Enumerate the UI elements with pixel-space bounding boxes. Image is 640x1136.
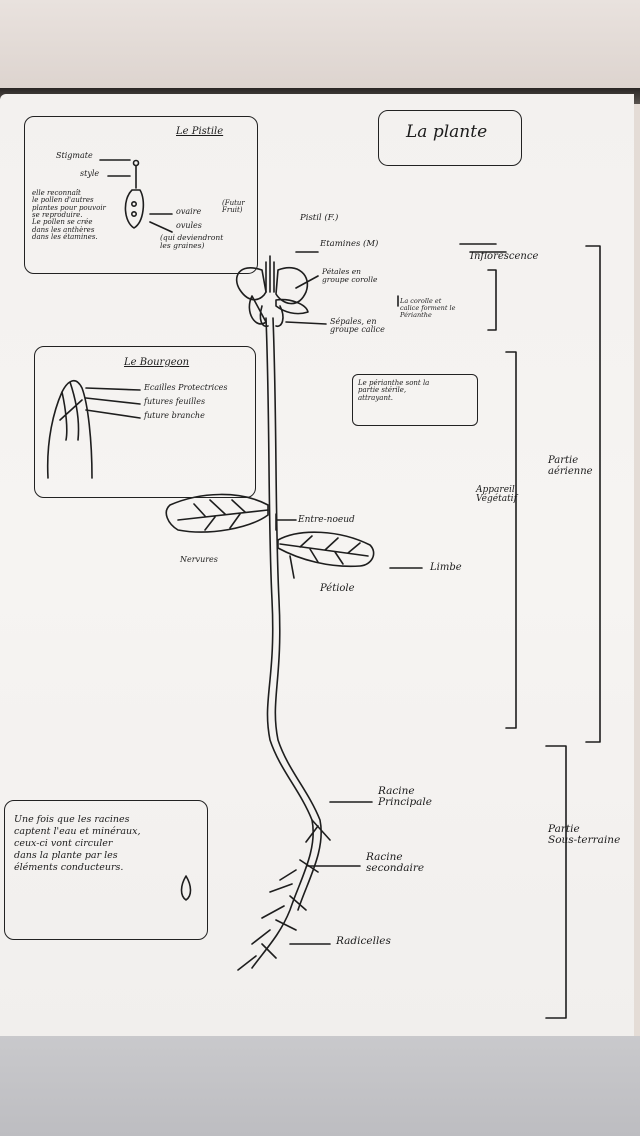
- bracket-vegetatif: [505, 351, 517, 729]
- leaf-right-veins: [279, 535, 369, 565]
- stamens: [265, 255, 275, 293]
- leader-lines: [85, 159, 423, 945]
- leaf-left-veins: [177, 499, 269, 531]
- bourgeon-box-title: Le Bourgeon: [124, 357, 190, 368]
- perianthe-box: [352, 374, 478, 426]
- roots-note-box: [4, 800, 208, 940]
- sepal: [259, 305, 284, 328]
- label-futures-feuilles: futures feuilles: [144, 397, 206, 406]
- label-radicelles: Radicelles: [336, 935, 391, 947]
- pistil-box-title: Le Pistile: [176, 126, 224, 137]
- perianthe-note: Le périanthe sont la partie stérile, att…: [358, 379, 430, 402]
- leaf-left: [165, 493, 269, 533]
- water-drop-icon: [180, 875, 192, 901]
- label-ovaire: ovaire: [176, 207, 202, 216]
- bracket-aerienne: [585, 245, 601, 743]
- label-racine-principale: Racine Principale: [378, 785, 432, 809]
- label-fruit-note: (Futur Fruit): [222, 199, 245, 215]
- label-petiole: Pétiole: [320, 583, 355, 594]
- bracket-souterraine: [545, 745, 567, 1019]
- label-sepales: Sépales, en groupe calice: [330, 317, 385, 335]
- label-entre-noeud: Entre-noeud: [298, 515, 355, 525]
- label-ecailles: Ecailles Protectrices: [144, 383, 228, 392]
- pistil-box: [24, 116, 258, 274]
- label-partie-souterraine: Partie Sous-terraine: [548, 823, 621, 847]
- roots-note: Une fois que les racines captent l'eau e…: [14, 814, 141, 873]
- label-appareil-vegetatif: Appareil Végétatif: [476, 485, 517, 505]
- flower-petal-left: [235, 267, 267, 301]
- flower-petal-right: [275, 267, 309, 305]
- label-partie-aerienne: Partie aérienne: [548, 455, 593, 477]
- label-future-branche: future branche: [144, 411, 205, 420]
- leaf-right: [277, 531, 375, 568]
- paper-sheet: [0, 94, 634, 1036]
- bud-drawing: [46, 380, 93, 479]
- label-nervures: Nervures: [180, 555, 218, 564]
- label-petales: Pétales en groupe corolle: [322, 267, 378, 284]
- bourgeon-box: [34, 346, 256, 498]
- root-branches: [237, 819, 331, 971]
- title-box: [378, 110, 522, 166]
- label-limbe: Limbe: [430, 562, 462, 573]
- bracket-inflorescence: [459, 243, 507, 253]
- background-wall: [0, 0, 640, 88]
- label-graines-note: (qui deviendront les graines): [160, 233, 224, 250]
- label-ovules: ovules: [176, 221, 202, 230]
- table-surface: [0, 1036, 640, 1136]
- pistil-diagram: [124, 165, 145, 229]
- label-pistil: Pistil (F.): [300, 213, 339, 223]
- bracket-flower: [487, 269, 497, 331]
- label-corolle-calice: La corolle et calice forment le Périanth…: [400, 297, 456, 319]
- label-etamines: Etamines (M): [320, 239, 379, 249]
- page-title: La plante: [406, 122, 488, 142]
- pistil-description: elle reconnaît le pollen d'autres plante…: [32, 189, 106, 242]
- label-style: style: [80, 169, 100, 178]
- label-inflorescence: Inflorescence: [470, 251, 539, 262]
- flower-petal-back: [248, 295, 267, 325]
- label-stigmate: Stigmate: [56, 151, 93, 160]
- stem-inner: [272, 317, 322, 911]
- label-racine-secondaire: Racine secondaire: [366, 851, 425, 875]
- stem: [251, 317, 314, 969]
